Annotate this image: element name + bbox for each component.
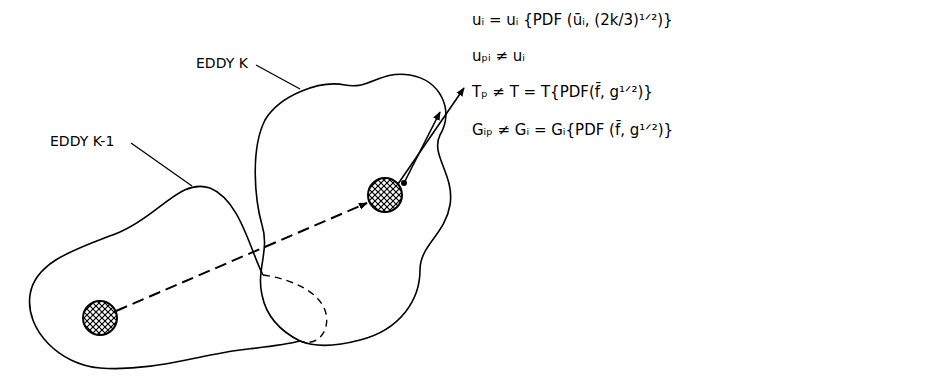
leader-line: [256, 65, 300, 89]
particle-velocity-arrow: [398, 88, 464, 184]
equation-label: Tₚ ≠ T = T{PDF(f̄, g¹ᐟ²)}: [472, 82, 653, 102]
leader-line: [131, 143, 192, 186]
eddy-label: EDDY K-1: [50, 131, 114, 151]
particle: [83, 301, 117, 335]
equation-label: Gᵢₚ ≠ Gᵢ = Gᵢ{PDF (f̄, g¹ᐟ²)}: [472, 120, 673, 140]
equation-label: uᵢ = uᵢ {PDF (ūᵢ, (2k/3)¹ᐟ²)}: [472, 10, 673, 30]
particle: [368, 178, 402, 212]
equation-label: uₚᵢ ≠ uᵢ: [472, 46, 525, 66]
fluid-velocity-arrow: [404, 112, 440, 183]
eddy-k-1-outline: [30, 186, 300, 368]
eddy-k-1-hidden-outline: [263, 275, 327, 342]
particle-trajectory: [116, 203, 367, 311]
eddy-label: EDDY K: [196, 53, 248, 73]
